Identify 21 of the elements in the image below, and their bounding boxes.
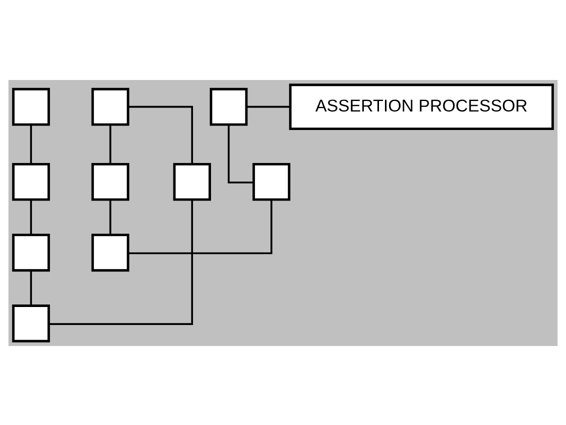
node-box bbox=[252, 162, 290, 200]
connector bbox=[228, 124, 254, 183]
node-box: ASSERTION PROCESSOR bbox=[289, 83, 554, 130]
node-box bbox=[12, 233, 50, 272]
node-box bbox=[12, 304, 50, 342]
node-box bbox=[91, 162, 130, 200]
connector bbox=[48, 199, 193, 324]
node-box bbox=[12, 162, 50, 200]
node-box bbox=[12, 87, 50, 126]
connector bbox=[30, 270, 32, 305]
node-box bbox=[91, 87, 130, 126]
node-box bbox=[173, 162, 211, 200]
connector bbox=[128, 199, 272, 254]
connector bbox=[30, 124, 32, 164]
connector bbox=[246, 105, 290, 108]
connector bbox=[109, 199, 112, 234]
connector bbox=[109, 124, 112, 164]
connector bbox=[30, 199, 32, 234]
connector bbox=[128, 105, 193, 164]
node-box bbox=[91, 233, 130, 272]
node-box bbox=[210, 87, 248, 126]
